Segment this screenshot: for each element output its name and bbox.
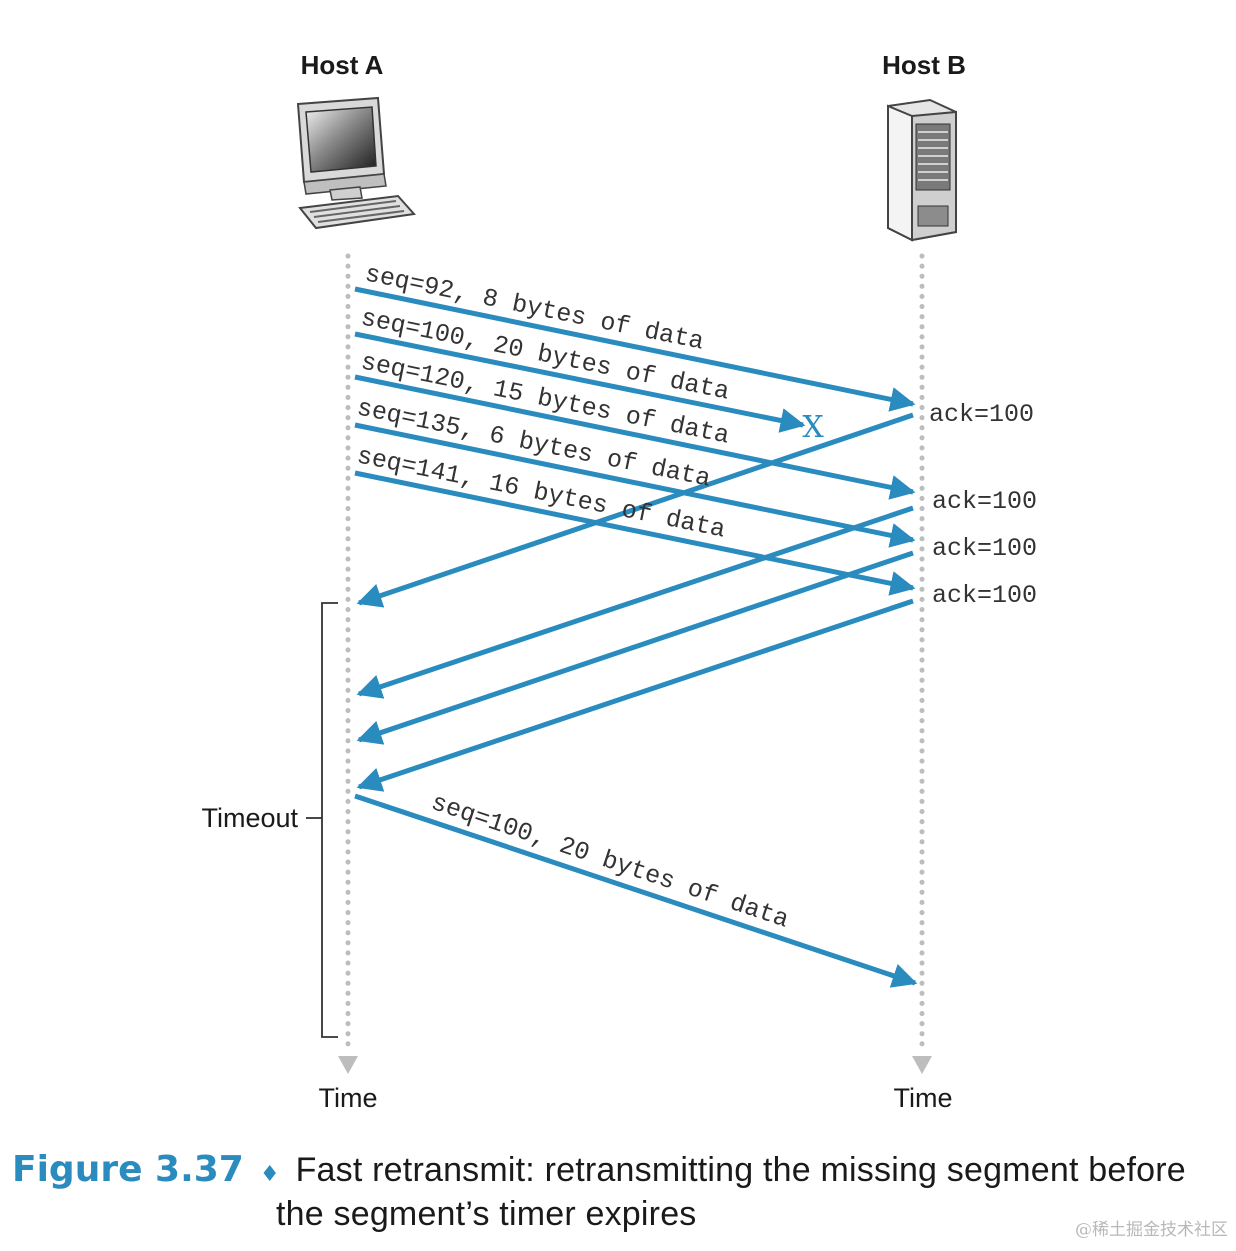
ack-arrow-2 xyxy=(356,505,914,699)
host-b-timeline-arrowhead xyxy=(912,1056,932,1074)
loss-marker: X xyxy=(802,410,824,445)
host-b-time-label: Time xyxy=(894,1083,953,1113)
figure-number: Figure 3.37 xyxy=(12,1149,244,1190)
timeout-bracket xyxy=(321,602,338,1038)
host-a-time-label: Time xyxy=(319,1083,378,1113)
segment-arrow-seq100-retransmit xyxy=(354,793,918,988)
ack-arrow-3 xyxy=(356,550,914,745)
ack-label-1: ack=100 xyxy=(929,400,1034,429)
host-a-label: Host A xyxy=(301,50,384,80)
caption-line-1: Fast retransmit: retransmitting the miss… xyxy=(295,1151,1186,1189)
caption-line-2: the segment’s timer expires xyxy=(276,1195,697,1233)
host-b-label: Host B xyxy=(882,50,966,80)
segment-arrow-seq135 xyxy=(354,422,916,548)
host-a-timeline-arrowhead xyxy=(338,1056,358,1074)
segment-arrow-seq92 xyxy=(354,286,916,412)
ack-label-2: ack=100 xyxy=(932,487,1037,516)
watermark: @稀土掘金技术社区 xyxy=(1075,1220,1228,1240)
ack-arrow-4 xyxy=(356,598,914,792)
ack-label-4: ack=100 xyxy=(932,581,1037,610)
timeout-label: Timeout xyxy=(201,803,298,833)
figure-caption: Figure 3.37 ♦ Fast retransmit: retransmi… xyxy=(12,1148,1222,1236)
desktop-computer-icon xyxy=(296,96,416,230)
ack-arrow-1 xyxy=(356,412,914,608)
segment-arrow-seq100-lost xyxy=(354,331,806,433)
segment-arrow-seq141 xyxy=(354,470,916,596)
caption-separator: ♦ xyxy=(259,1162,280,1187)
server-tower-icon xyxy=(887,98,957,242)
segment-arrow-seq120 xyxy=(354,374,916,500)
segment-label-retransmit: seq=100, 20 bytes of data xyxy=(427,788,792,935)
ack-label-3: ack=100 xyxy=(932,534,1037,563)
